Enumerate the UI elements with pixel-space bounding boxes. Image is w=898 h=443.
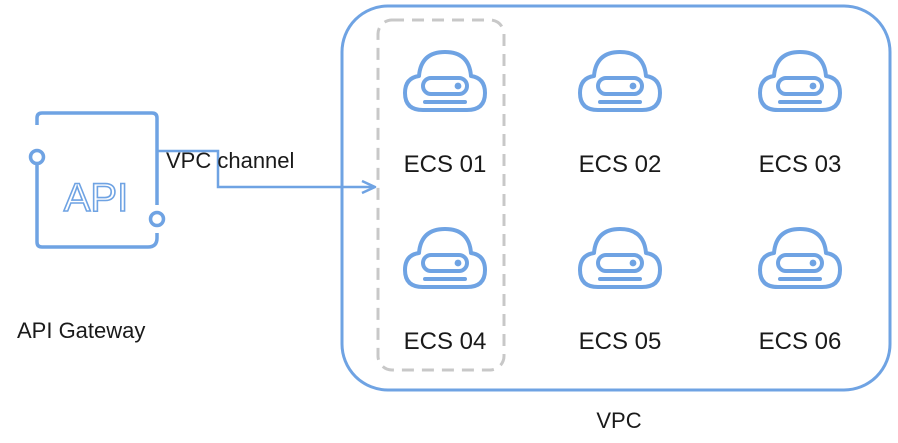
- ecs-label: ECS 06: [759, 328, 842, 355]
- cloud-server-icon: [758, 50, 842, 112]
- ecs-label: ECS 05: [579, 328, 662, 355]
- cloud-server-icon: [403, 227, 487, 289]
- vpc-channel-connector: [157, 149, 377, 195]
- ecs-label: ECS 02: [579, 151, 662, 178]
- vpc-container: [340, 4, 892, 392]
- api-gateway-label: API Gateway: [17, 318, 145, 343]
- api-icon: API: [28, 111, 166, 249]
- ecs-node-03: ECS 03: [758, 50, 842, 178]
- api-icon-text: API: [64, 176, 128, 220]
- ecs-node-01: ECS 01: [403, 50, 487, 178]
- vpc-channel-label: VPC channel: [166, 148, 294, 173]
- ecs-node-06: ECS 06: [758, 227, 842, 355]
- cloud-server-icon: [578, 227, 662, 289]
- ecs-node-04: ECS 04: [403, 227, 487, 355]
- cloud-server-icon: [578, 50, 662, 112]
- cloud-server-icon: [403, 50, 487, 112]
- ecs-label: ECS 01: [404, 151, 487, 178]
- vpc-label: VPC: [596, 408, 641, 433]
- ecs-highlight-group: [376, 18, 506, 372]
- ecs-node-05: ECS 05: [578, 227, 662, 355]
- ecs-node-02: ECS 02: [578, 50, 662, 178]
- ecs-label: ECS 03: [759, 151, 842, 178]
- ecs-label: ECS 04: [404, 328, 487, 355]
- cloud-server-icon: [758, 227, 842, 289]
